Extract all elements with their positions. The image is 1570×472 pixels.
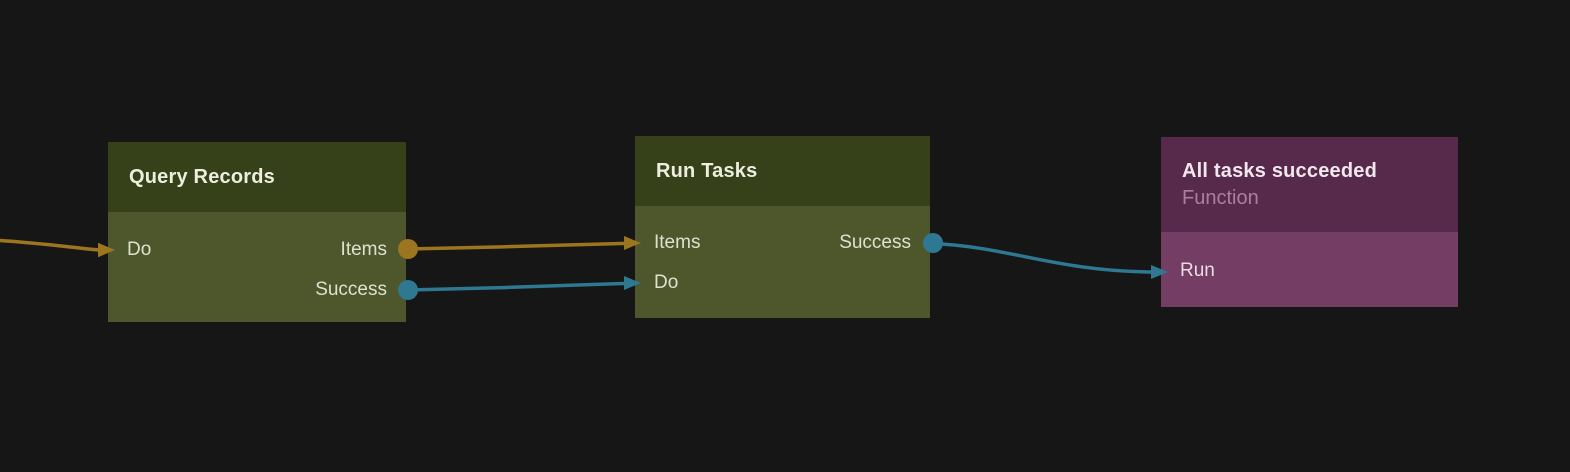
input-port-do[interactable]: Do (654, 272, 679, 293)
output-port-items[interactable]: Items (340, 239, 387, 260)
wire-offscreen-to-query-do[interactable] (0, 238, 101, 252)
node-header[interactable]: Run Tasks (635, 136, 930, 206)
port-row: Do Items (108, 230, 406, 270)
wire-items-to-items[interactable] (406, 241, 628, 251)
node-body[interactable]: Do Items Success (108, 212, 406, 322)
output-port-success[interactable]: Success (839, 232, 911, 253)
wire-success-to-do[interactable] (406, 281, 628, 292)
wire-success-to-run[interactable] (931, 241, 1154, 274)
node-query-records[interactable]: Query Records Do Items Success (108, 142, 406, 322)
node-title: Query Records (129, 165, 275, 188)
node-title: All tasks succeeded (1182, 159, 1378, 182)
port-row: Run (1161, 251, 1458, 291)
node-all-tasks-succeeded[interactable]: All tasks succeeded Function Run (1161, 137, 1458, 307)
port-row: Success (108, 270, 406, 310)
node-header[interactable]: All tasks succeeded Function (1161, 137, 1458, 232)
node-body[interactable]: Items Success Do (635, 206, 930, 318)
node-header[interactable]: Query Records (108, 142, 406, 212)
port-row: Do (635, 263, 930, 303)
input-port-do[interactable]: Do (127, 239, 152, 260)
input-port-run[interactable]: Run (1180, 260, 1215, 281)
node-body[interactable]: Run (1161, 232, 1458, 307)
output-port-success[interactable]: Success (315, 279, 387, 300)
node-subtitle: Function (1182, 186, 1259, 209)
node-run-tasks[interactable]: Run Tasks Items Success Do (635, 136, 930, 318)
input-port-items[interactable]: Items (654, 232, 701, 253)
port-row: Items Success (635, 223, 930, 263)
node-title: Run Tasks (656, 159, 758, 182)
